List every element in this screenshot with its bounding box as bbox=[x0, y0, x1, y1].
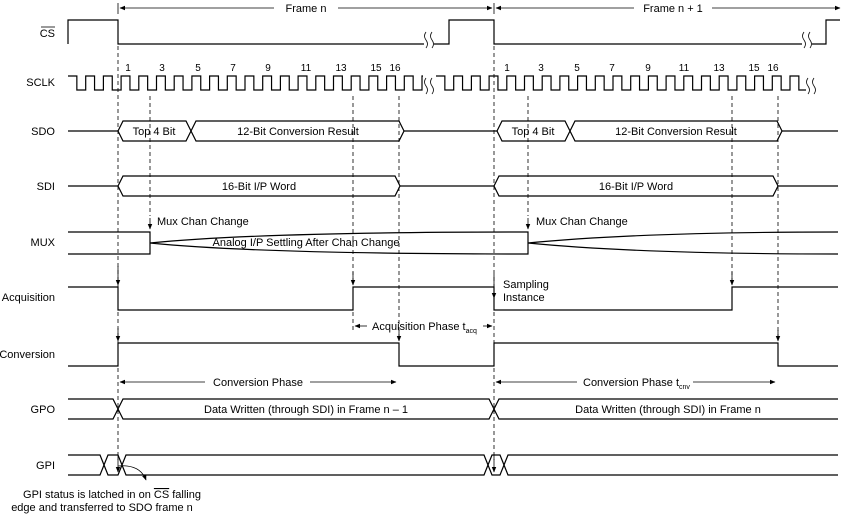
conversion-label: Conversion bbox=[0, 349, 55, 361]
cs-break-2 bbox=[802, 31, 812, 49]
mux-label: MUX bbox=[31, 237, 56, 249]
acq-phase-main: Acquisition Phase t bbox=[372, 321, 466, 333]
mux-state-1 bbox=[68, 231, 151, 255]
sampling-text-1: Sampling bbox=[503, 279, 549, 291]
gpo-text-1: Data Written (through SDI) in Frame n – … bbox=[204, 404, 408, 416]
sclk-break-2 bbox=[806, 77, 816, 95]
acq-phase-sub: acq bbox=[466, 328, 477, 335]
sdi-word-text: 16-Bit I/P Word bbox=[222, 181, 296, 193]
sclk-group: 1 3 5 7 9 11 13 15 16 1 3 5 7 9 11 13 15… bbox=[68, 63, 816, 95]
clk-num-16b: 16 bbox=[767, 63, 779, 74]
frame-brackets: Frame n Frame n + 1 bbox=[117, 3, 841, 15]
sdo-top4-text-2: Top 4 Bit bbox=[512, 126, 555, 138]
sdo-result-text-2: 12-Bit Conversion Result bbox=[615, 126, 737, 138]
clk-num-13: 13 bbox=[335, 63, 347, 74]
mux-settling-shape-2 bbox=[527, 231, 839, 255]
mux-group: Analog I/P Settling After Chan Change Mu… bbox=[68, 216, 839, 255]
clk-num-5: 5 bbox=[195, 63, 201, 74]
gpi-bottom-line bbox=[68, 454, 838, 476]
conv-phase-sub-2: cnv bbox=[679, 384, 690, 391]
sclk-break-1 bbox=[424, 77, 434, 95]
gpi-top-line bbox=[68, 454, 838, 476]
conv-phase-main-2: Conversion Phase t bbox=[583, 377, 679, 389]
clk-num-16: 16 bbox=[389, 63, 401, 74]
clk-num-3b: 3 bbox=[538, 63, 544, 74]
signal-labels: CS SCLK SDO SDI MUX Acquisition Conversi… bbox=[0, 26, 56, 472]
gpo-bottom-line bbox=[68, 398, 838, 420]
clk-num-5b: 5 bbox=[574, 63, 580, 74]
gpi-note-part-a: GPI status is latched in on bbox=[23, 489, 154, 501]
cs-wave-end bbox=[812, 19, 840, 45]
sampling-text-2: Instance bbox=[503, 292, 545, 304]
sdi-label: SDI bbox=[37, 181, 55, 193]
acq-phase-text: Acquisition Phase tacq bbox=[372, 321, 477, 335]
sdo-group: Top 4 Bit 12-Bit Conversion Result Top 4… bbox=[68, 120, 838, 142]
gpi-latch-arrow bbox=[117, 465, 147, 481]
mux-settling-text: Analog I/P Settling After Chan Change bbox=[213, 237, 400, 249]
reference-lines bbox=[115, 46, 781, 473]
sdi-group: 16-Bit I/P Word 16-Bit I/P Word bbox=[68, 175, 838, 197]
gpi-label: GPI bbox=[36, 460, 55, 472]
gpo-group: Data Written (through SDI) in Frame n – … bbox=[68, 398, 838, 420]
sclk-label: SCLK bbox=[26, 77, 55, 89]
sdo-label: SDO bbox=[31, 126, 55, 138]
clk-num-1b: 1 bbox=[504, 63, 510, 74]
gpo-top-line bbox=[68, 398, 838, 420]
acquisition-wave bbox=[68, 286, 838, 311]
cs-waveform bbox=[67, 19, 840, 49]
mux-change-text-2: Mux Chan Change bbox=[536, 216, 628, 228]
clk-num-15b: 15 bbox=[748, 63, 760, 74]
sclk-wave-frame-n bbox=[68, 75, 423, 91]
cs-break-1 bbox=[424, 31, 434, 49]
conv-phase-text-1: Conversion Phase bbox=[213, 377, 303, 389]
clk-num-3: 3 bbox=[159, 63, 165, 74]
clk-num-1: 1 bbox=[125, 63, 131, 74]
clk-num-13b: 13 bbox=[713, 63, 725, 74]
sdi-word-text-2: 16-Bit I/P Word bbox=[599, 181, 673, 193]
clk-num-9: 9 bbox=[265, 63, 271, 74]
gpo-text-2: Data Written (through SDI) in Frame n bbox=[575, 404, 761, 416]
frame-n1-label: Frame n + 1 bbox=[643, 3, 703, 15]
frame-n-label: Frame n bbox=[286, 3, 327, 15]
acquisition-group: Sampling Instance Acquisition Phase tacq bbox=[68, 279, 838, 335]
gpo-label: GPO bbox=[31, 404, 56, 416]
acquisition-label: Acquisition bbox=[2, 292, 55, 304]
gpi-note-cs: CS bbox=[154, 489, 169, 501]
sclk-wave-frame-n1 bbox=[436, 75, 806, 91]
conversion-wave bbox=[68, 342, 838, 367]
gpi-note-part-b: falling bbox=[169, 489, 201, 501]
sdo-top4-text: Top 4 Bit bbox=[133, 126, 176, 138]
conversion-group: Conversion Phase Conversion Phase tcnv bbox=[68, 342, 838, 391]
sdo-result-text: 12-Bit Conversion Result bbox=[237, 126, 359, 138]
gpi-note-line1: GPI status is latched in on CS falling bbox=[23, 489, 201, 501]
clk-num-11: 11 bbox=[301, 63, 312, 74]
clk-num-9b: 9 bbox=[645, 63, 651, 74]
cs-wave-frame-n bbox=[67, 19, 424, 45]
mux-change-text-1: Mux Chan Change bbox=[157, 216, 249, 228]
conv-phase-text-2: Conversion Phase tcnv bbox=[583, 377, 690, 391]
cs-wave-frame-n1 bbox=[434, 19, 802, 45]
clk-num-7b: 7 bbox=[609, 63, 615, 74]
clk-num-7: 7 bbox=[230, 63, 236, 74]
clk-num-15: 15 bbox=[370, 63, 382, 74]
clk-num-11b: 11 bbox=[679, 63, 690, 74]
cs-label: CS bbox=[40, 28, 55, 40]
gpi-group: GPI status is latched in on CS falling e… bbox=[11, 454, 838, 514]
gpi-note-line2: edge and transferred to SDO frame n bbox=[11, 502, 193, 514]
